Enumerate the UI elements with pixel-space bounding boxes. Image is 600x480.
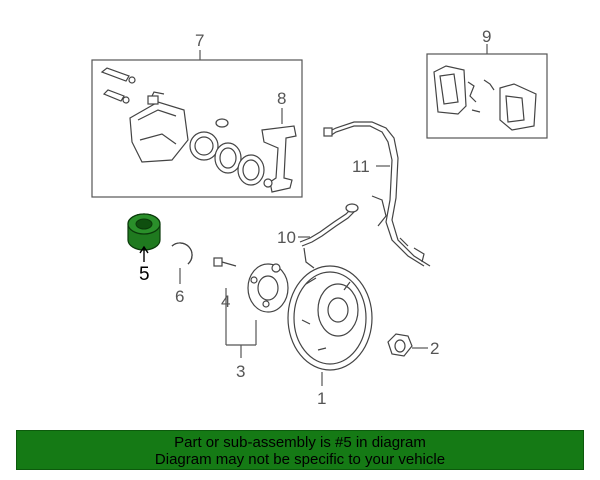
callout-4: 4 bbox=[221, 292, 230, 311]
caliper-assembly-group bbox=[91, 50, 303, 198]
callout-2: 2 bbox=[430, 339, 439, 358]
brake-rotor bbox=[287, 265, 373, 386]
callout-6: 6 bbox=[175, 287, 184, 306]
callout-1: 1 bbox=[317, 389, 326, 408]
hub-and-stud bbox=[213, 257, 289, 358]
callout-labels: 7 9 8 11 10 5 6 4 3 1 2 bbox=[139, 27, 491, 408]
callout-11: 11 bbox=[352, 157, 370, 176]
callout-10: 10 bbox=[277, 228, 296, 247]
callout-9: 9 bbox=[482, 27, 491, 46]
banner-line-1: Part or sub-assembly is #5 in diagram bbox=[174, 434, 426, 451]
brake-pads-group bbox=[426, 44, 548, 139]
hub-nut bbox=[387, 333, 428, 357]
info-banner: Part or sub-assembly is #5 in diagram Di… bbox=[16, 430, 584, 470]
callout-8: 8 bbox=[277, 89, 286, 108]
part-5-highlight bbox=[127, 213, 161, 262]
callout-7: 7 bbox=[195, 31, 204, 50]
callout-3: 3 bbox=[236, 362, 245, 381]
banner-line-2: Diagram may not be specific to your vehi… bbox=[154, 451, 446, 468]
callout-5: 5 bbox=[139, 264, 150, 285]
snap-ring bbox=[171, 242, 193, 284]
abs-sensor-and-hose bbox=[298, 121, 431, 269]
